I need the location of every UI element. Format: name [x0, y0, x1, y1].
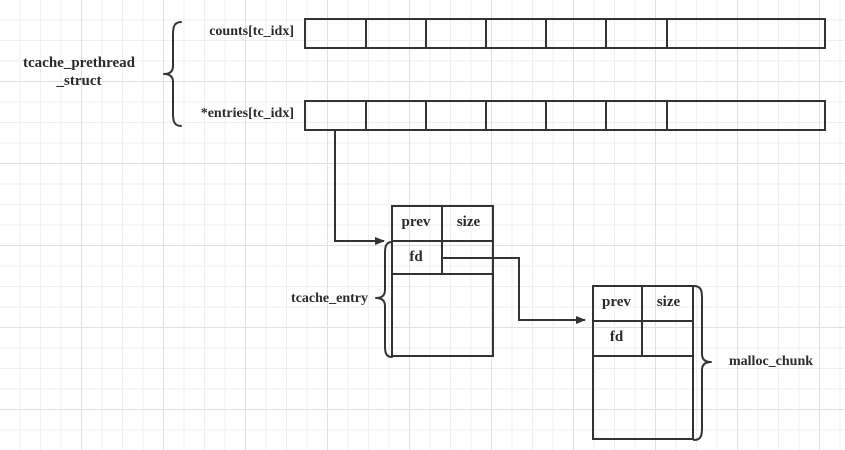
entries-array[interactable] — [304, 100, 826, 131]
entries-cell-divider-6 — [666, 100, 668, 131]
tcache-entry-prev-cell: prev — [401, 214, 431, 230]
fd-to-malloc-chunk-connector — [442, 257, 586, 324]
malloc-chunk-size-cell: size — [656, 294, 681, 310]
entries-field-label: *entries[tc_idx] — [200, 106, 294, 121]
malloc-chunk-vdiv — [641, 285, 643, 357]
struct-label: tcache_prethread _struct — [8, 55, 150, 90]
tcache-entry-brace — [375, 241, 393, 358]
struct-brace — [163, 21, 182, 127]
entries-cell-divider-3 — [485, 100, 487, 131]
counts-cell-divider-6 — [666, 18, 668, 49]
counts-cell-divider-3 — [485, 18, 487, 49]
malloc-chunk-brace — [693, 285, 712, 441]
counts-cell-divider-4 — [545, 18, 547, 49]
tcache-entry-vdiv — [441, 205, 443, 275]
counts-array[interactable] — [304, 18, 826, 49]
malloc-chunk-brace-label: malloc_chunk — [729, 354, 814, 369]
malloc-chunk-fd-cell: fd — [609, 329, 624, 345]
entries-cell-divider-1 — [365, 100, 367, 131]
counts-cell-divider-2 — [425, 18, 427, 49]
counts-cell-divider-1 — [365, 18, 367, 49]
counts-cell-divider-5 — [605, 18, 607, 49]
tcache-entry-fd-cell: fd — [409, 249, 423, 265]
counts-field-label: counts[tc_idx] — [209, 24, 294, 39]
tcache-entry-size-cell: size — [456, 214, 481, 230]
struct-label-line1: tcache_prethread — [23, 55, 135, 71]
entries-cell-divider-2 — [425, 100, 427, 131]
struct-label-line2: _struct — [56, 72, 102, 89]
entries-to-tcache-entry-connector — [334, 131, 385, 245]
tcache-entry-brace-label: tcache_entry — [291, 291, 368, 306]
entries-cell-divider-5 — [605, 100, 607, 131]
entries-cell-divider-4 — [545, 100, 547, 131]
malloc-chunk-hdiv-1 — [592, 320, 694, 322]
malloc-chunk-prev-cell: prev — [602, 294, 631, 310]
malloc-chunk-hdiv-2 — [592, 355, 694, 357]
malloc-chunk[interactable] — [592, 285, 694, 440]
